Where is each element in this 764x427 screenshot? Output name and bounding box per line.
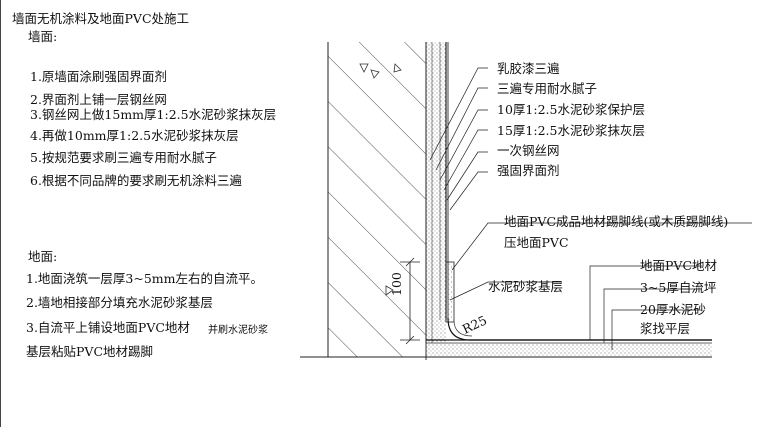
drawing-title: 墙面无机涂料及地面PVC处施工 [12, 11, 190, 26]
wall-layer-label: 乳胶漆三遍 [497, 61, 560, 76]
dimension-label: 100 [389, 272, 404, 296]
floor-layer-label: 20厚水泥砂 [640, 302, 706, 317]
wall-step: 5.按规范要求刷三遍专用耐水腻子 [30, 150, 217, 165]
wall-step: 1.原墙面涂刷强固界面剂 [30, 69, 167, 84]
wall-layer-label: 强固界面剂 [497, 163, 560, 178]
floor-layer-label: 地面PVC地材 [640, 258, 718, 273]
wall-step: 3.钢丝网上做15mm厚1:2.5水泥砂浆抹灰层 [30, 107, 277, 122]
floor-step-note: 并刷水泥砂浆 [208, 325, 268, 336]
wall-hatch [327, 42, 427, 357]
wall-layer-label: 15厚1:2.5水泥砂浆抹灰层 [497, 123, 645, 138]
wall-plaster-layers [426, 42, 449, 343]
floor-step: 2.墙地相接部分填充水泥砂浆基层 [26, 295, 213, 310]
floor-layer-label: 3~5厚自流坪 [640, 280, 717, 295]
floor-step: 1.地面浇筑一层厚3~5mm左右的自流平。 [26, 271, 264, 286]
wall-layer-label: 一次钢丝网 [497, 143, 560, 158]
wall-step: 6.根据不同品牌的要求刷无机涂料三遍 [30, 173, 242, 188]
wall-step: 4.再做10mm厚1:2.5水泥砂浆抹灰层 [30, 128, 239, 143]
leader-lines [429, 67, 752, 350]
floor-step: 3.自流平上铺设地面PVC地材 [26, 320, 190, 335]
floor-layer-label: 浆找平层 [640, 321, 691, 336]
wall-layer-label: 三遍专用耐水腻子 [497, 81, 598, 96]
skirting-label: 地面PVC成品地材踢脚线(或木质踢脚线) [504, 214, 729, 229]
dimension-100 [400, 257, 420, 345]
concrete-symbol [359, 63, 402, 296]
skirting-label-2: 压地面PVC [504, 235, 569, 250]
wall-step: 2.界面剂上铺一层钢丝网 [30, 92, 167, 107]
floor-heading: 地面: [28, 249, 58, 264]
wall-layer-label: 10厚1:2.5水泥砂浆保护层 [497, 102, 645, 117]
floor-step-cont: 基层粘贴PVC地材踢脚 [26, 344, 154, 359]
floor-layers [425, 339, 712, 360]
cement-base-label: 水泥砂浆基层 [488, 279, 564, 294]
frame-border [0, 0, 1, 427]
wall-heading: 墙面: [28, 29, 58, 44]
